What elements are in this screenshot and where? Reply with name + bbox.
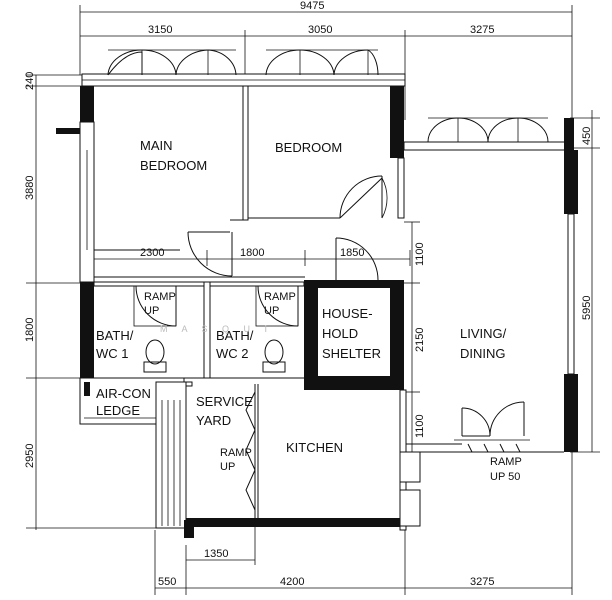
room-main-bedroom-line1: MAIN bbox=[140, 138, 173, 153]
dim-top-c: 3275 bbox=[470, 24, 494, 36]
room-main-bedroom-line2: BEDROOM bbox=[140, 158, 207, 173]
ramp-bath1-line2: UP bbox=[144, 305, 159, 317]
dim-mid-c: 1850 bbox=[340, 247, 364, 259]
dim-mid-a: 2300 bbox=[140, 247, 164, 259]
room-labels: MAIN BEDROOM BEDROOM BATH/ WC 1 BATH/ WC… bbox=[96, 138, 507, 455]
dimension-labels: 9475 3150 3050 3275 240 3880 1800 2950 2… bbox=[24, 0, 593, 588]
ramp-bath2-line1: RAMP bbox=[264, 291, 296, 303]
toilet-1-cistern bbox=[143, 361, 167, 373]
dim-inner-1100-bot: 1100 bbox=[414, 414, 426, 438]
room-living-line1: LIVING/ bbox=[460, 326, 507, 341]
room-service-yard-line1: SERVICE bbox=[196, 394, 253, 409]
ramp-service-line1: RAMP bbox=[220, 447, 252, 459]
dim-bottom-1350: 1350 bbox=[204, 548, 228, 560]
walls bbox=[56, 73, 578, 538]
dim-bottom-4200: 4200 bbox=[280, 576, 304, 588]
room-shelter-line2: HOLD bbox=[322, 326, 358, 341]
dim-top-total: 9475 bbox=[300, 0, 324, 12]
dim-bottom-550: 550 bbox=[158, 576, 176, 588]
dim-bottom-3275: 3275 bbox=[470, 576, 494, 588]
windows bbox=[107, 49, 549, 143]
room-service-yard-line2: YARD bbox=[196, 413, 231, 428]
toilet-2-bowl bbox=[264, 339, 284, 365]
doors bbox=[135, 175, 530, 511]
dimension-lines bbox=[26, 5, 600, 595]
dim-right-5950: 5950 bbox=[581, 296, 593, 320]
room-bath1-line1: BATH/ bbox=[96, 328, 134, 343]
dim-right-450: 450 bbox=[581, 127, 593, 145]
ramp-entrance-line1: RAMP bbox=[490, 456, 522, 468]
room-bath1-line2: WC 1 bbox=[96, 346, 129, 361]
watermark: M A S Q U I bbox=[160, 324, 273, 334]
room-bedroom: BEDROOM bbox=[275, 140, 342, 155]
dim-left-b: 3880 bbox=[24, 176, 36, 200]
dim-left-d: 2950 bbox=[24, 444, 36, 468]
room-aircon-line2: LEDGE bbox=[96, 403, 140, 418]
dim-inner-2150: 2150 bbox=[414, 328, 426, 352]
dim-top-b: 3050 bbox=[308, 24, 332, 36]
ramp-labels: RAMP UP RAMP UP RAMP UP RAMP UP 50 bbox=[144, 291, 522, 483]
dim-left-a: 240 bbox=[24, 72, 36, 90]
dim-top-a: 3150 bbox=[148, 24, 172, 36]
dim-inner-1100-top: 1100 bbox=[414, 242, 426, 266]
room-kitchen: KITCHEN bbox=[286, 440, 343, 455]
room-shelter-line3: SHELTER bbox=[322, 346, 381, 361]
room-aircon-line1: AIR-CON bbox=[96, 386, 151, 401]
toilet-2-cistern bbox=[262, 361, 286, 373]
ramp-entrance-line2: UP 50 bbox=[490, 471, 520, 483]
room-shelter-line1: HOUSE- bbox=[322, 306, 373, 321]
toilet-1-bowl bbox=[145, 339, 165, 365]
room-bath2-line2: WC 2 bbox=[216, 346, 249, 361]
dim-mid-b: 1800 bbox=[240, 247, 264, 259]
ramp-bath1-line1: RAMP bbox=[144, 291, 176, 303]
ramp-bath2-line2: UP bbox=[264, 305, 279, 317]
dim-left-c: 1800 bbox=[24, 318, 36, 342]
sanitary-fixtures bbox=[133, 285, 299, 373]
ramp-service-line2: UP bbox=[220, 461, 235, 473]
room-living-line2: DINING bbox=[460, 346, 506, 361]
room-bath2-line1: BATH/ bbox=[216, 328, 254, 343]
